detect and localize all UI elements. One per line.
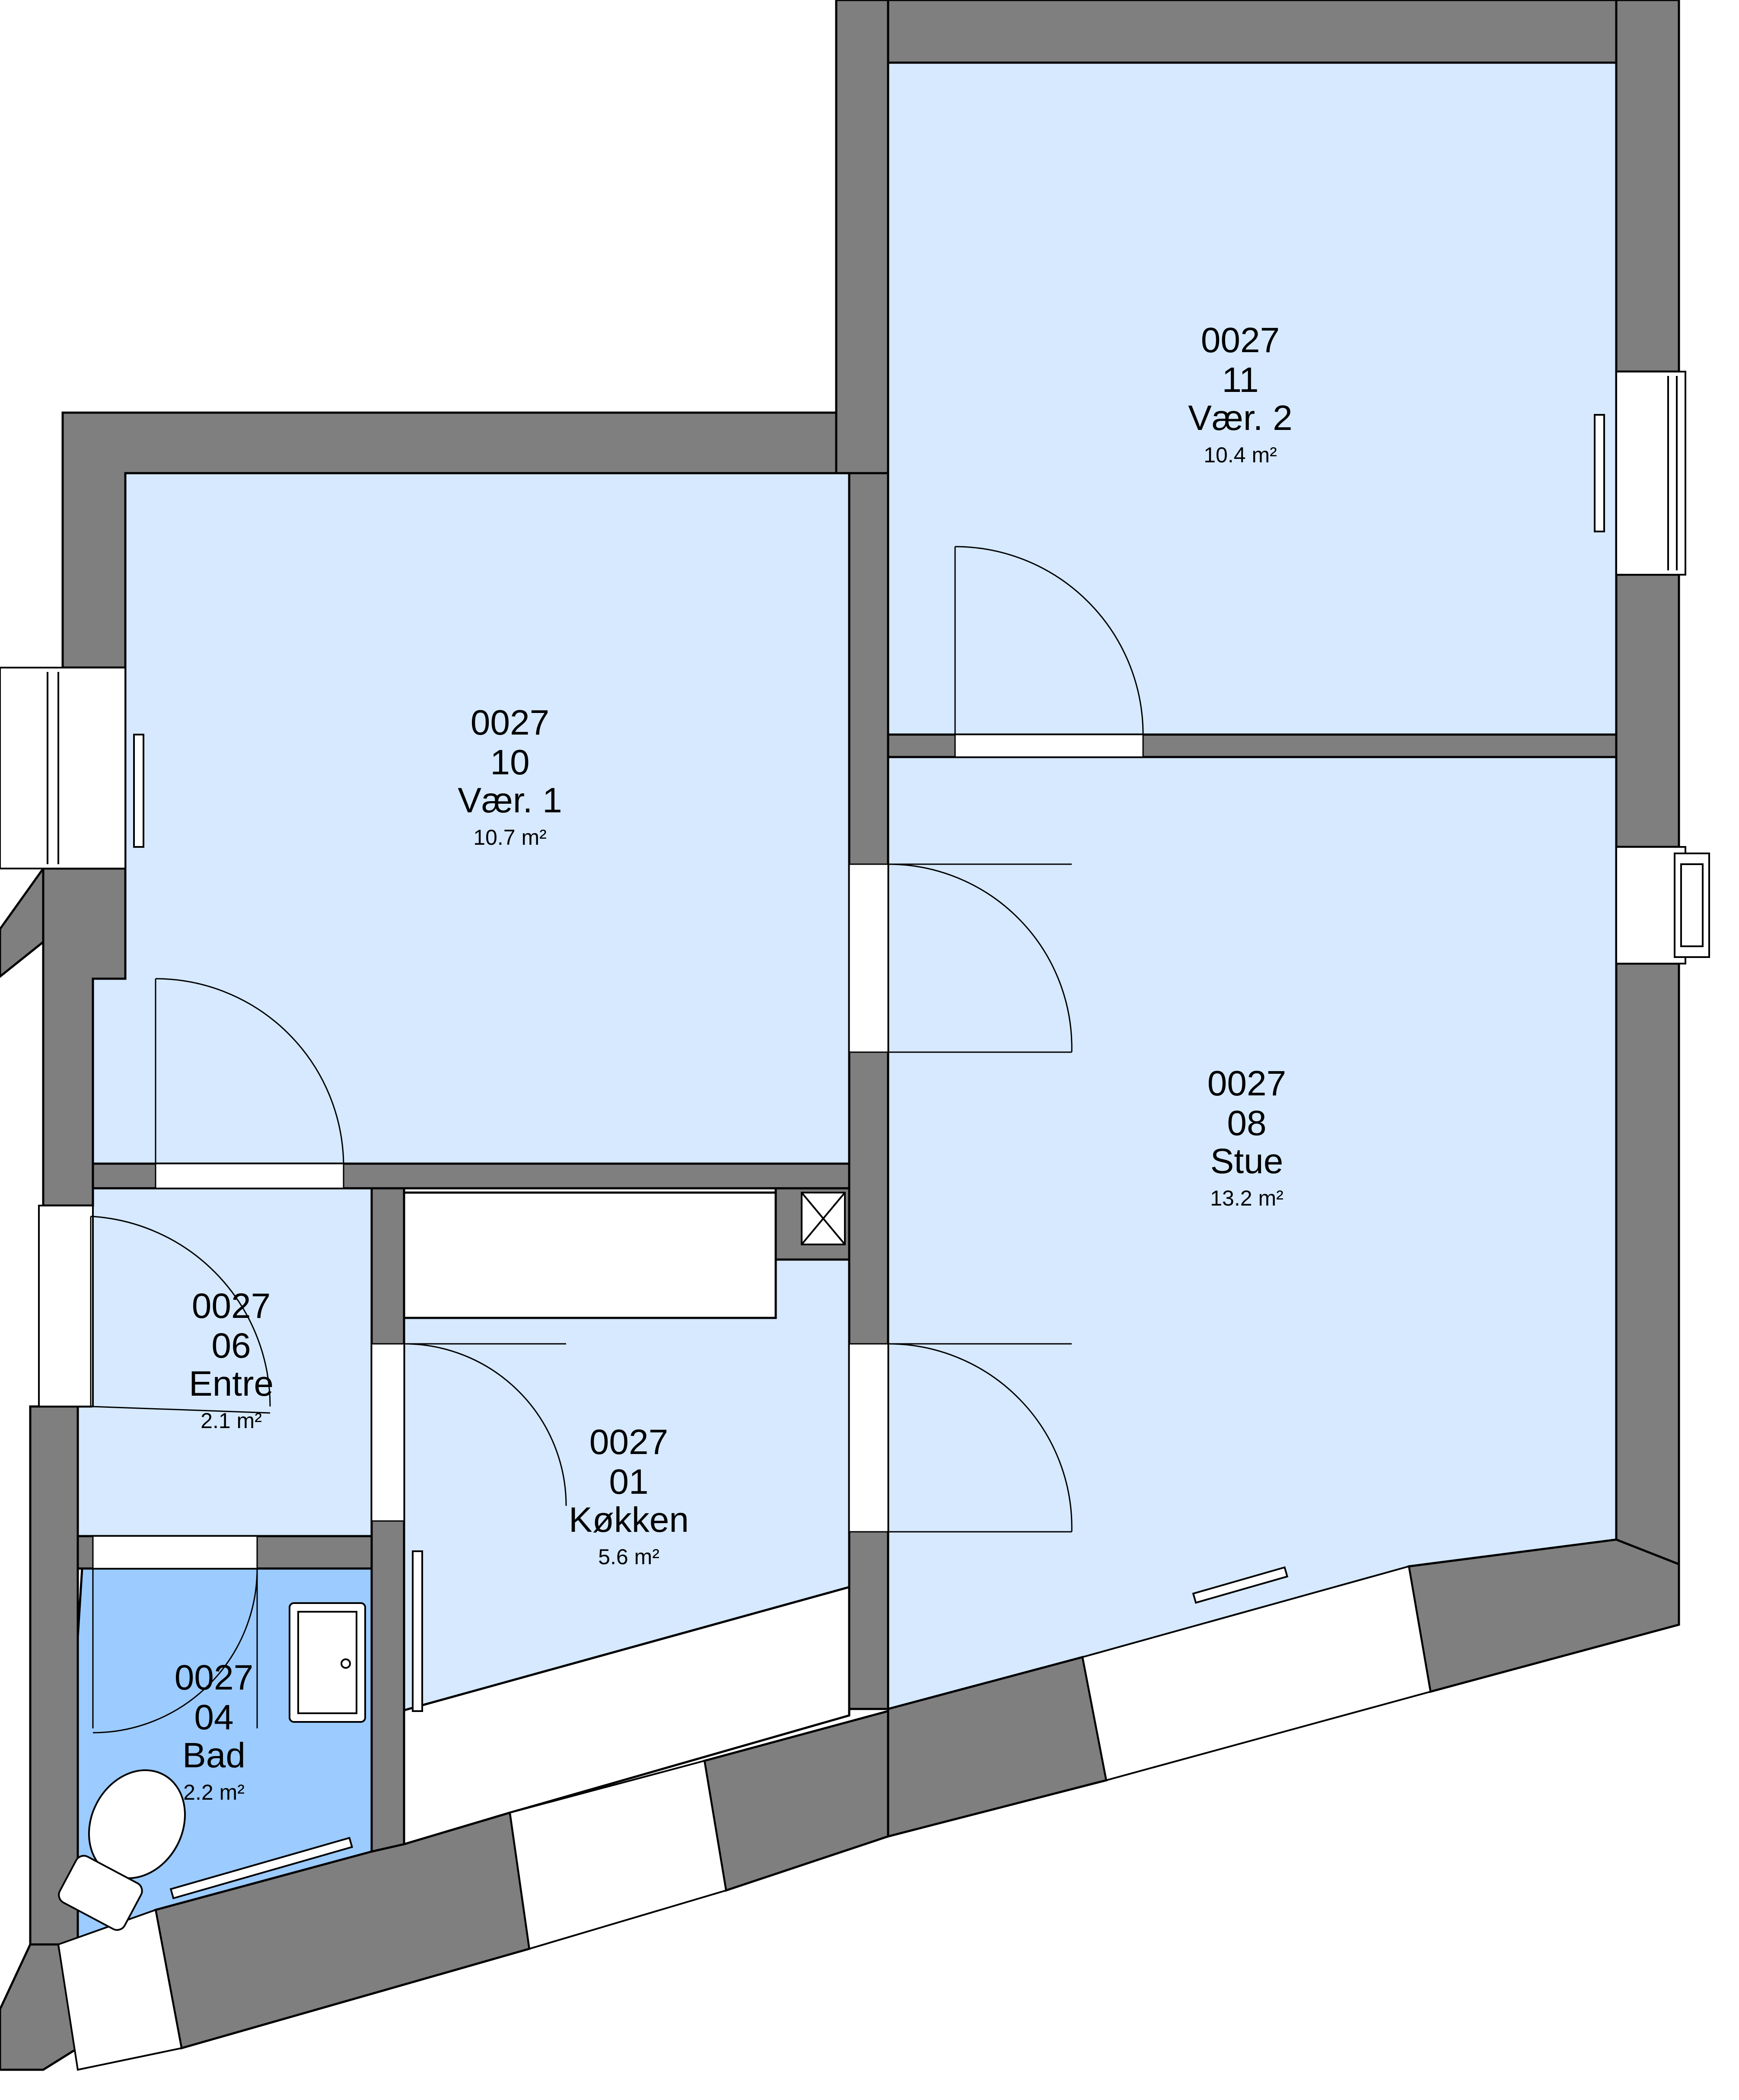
door-vaer2[interactable] <box>954 546 1144 758</box>
window-vaer2-right <box>1615 371 1686 576</box>
room-vaer2-area: 10.4 m² <box>1204 443 1277 467</box>
radiator-stue <box>1192 1566 1289 1604</box>
door-bad[interactable] <box>92 1535 258 1734</box>
room-vaer2-number: 11 <box>1222 360 1258 400</box>
room-vaer1-area: 10.7 m² <box>473 825 547 850</box>
radiator-vaer2 <box>1594 414 1605 532</box>
room-bad-area: 2.2 m² <box>183 1780 245 1804</box>
wall-left-outer-diag <box>0 865 45 978</box>
room-vaer1-name: Vær. 1 <box>458 781 562 820</box>
wall-tower-right-lower <box>1615 573 1680 848</box>
room-stue-name: Stue <box>1210 1142 1284 1181</box>
wall-bottom-right <box>1408 1538 1680 1693</box>
room-entre-area: 2.1 m² <box>201 1409 262 1433</box>
doors <box>90 546 1144 1734</box>
radiator-vaer1 <box>133 734 144 848</box>
room-stue-area: 13.2 m² <box>1210 1186 1284 1210</box>
window-entre-left <box>38 1205 94 1407</box>
door-entre[interactable] <box>90 1215 271 1414</box>
window-stue-bottom <box>1081 1565 1432 1782</box>
windows <box>0 371 1686 2071</box>
room-entre-name: Entre <box>189 1364 274 1403</box>
door-stue-lower[interactable] <box>848 1343 1073 1533</box>
room-vaer2-unit: 0027 <box>1201 321 1280 360</box>
room-stue-unit: 0027 <box>1207 1064 1286 1103</box>
window-kitchen-bottom <box>509 1760 727 1950</box>
room-bad-name: Bad <box>182 1736 245 1775</box>
room-vaer2-name: Vær. 2 <box>1188 398 1293 438</box>
wall-left-lower <box>29 1405 79 1946</box>
radiator-kokken <box>412 1550 423 1712</box>
fixtures <box>58 414 1710 1931</box>
room-vaer1-unit: 0027 <box>471 703 549 742</box>
door-kokken[interactable] <box>371 1343 567 1522</box>
door-vaer1[interactable] <box>155 978 344 1189</box>
toilet-icon <box>58 1769 186 1931</box>
sink-icon <box>289 1602 366 1723</box>
room-stue-number: 08 <box>1227 1104 1266 1143</box>
wall-top-strip <box>887 0 1618 64</box>
room-entre-unit: 0027 <box>192 1286 271 1326</box>
kitchen-counter-top <box>403 1191 777 1319</box>
room-kokken-name: Køkken <box>569 1500 689 1540</box>
wall-stue-right <box>1615 962 1680 1565</box>
room-bad-number: 04 <box>194 1698 233 1737</box>
room-kokken-number: 01 <box>609 1462 648 1502</box>
wall-tower-right <box>1615 0 1680 373</box>
room-bad-unit: 0027 <box>175 1658 253 1697</box>
room-entre-number: 06 <box>211 1326 251 1365</box>
door-stue-upper[interactable] <box>848 863 1073 1053</box>
radiator-bad <box>169 1836 354 1900</box>
room-kokken-unit: 0027 <box>589 1422 668 1462</box>
room-floors <box>57 61 1618 1946</box>
window-vaer1-left <box>0 667 126 869</box>
room-vaer1-number: 10 <box>490 743 529 782</box>
room-kokken-area: 5.6 m² <box>598 1545 659 1569</box>
